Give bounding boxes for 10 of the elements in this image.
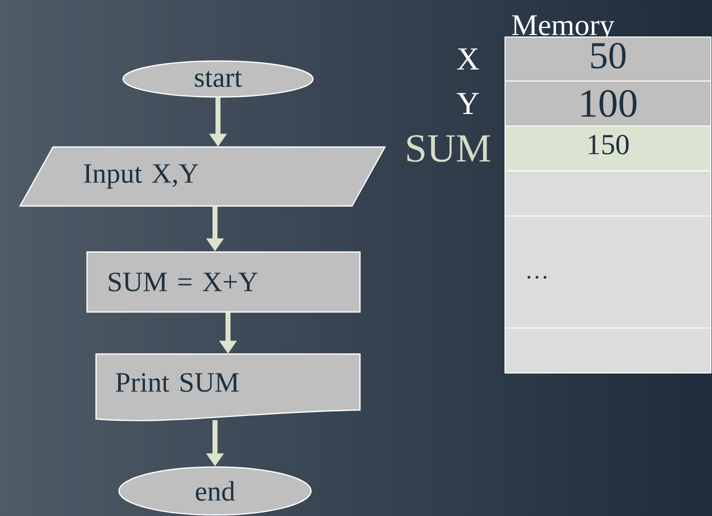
process-box: SUM = X+Y xyxy=(86,251,361,313)
variable-name: Y xyxy=(456,93,479,114)
memory-cell xyxy=(504,327,712,374)
variable-name: SUM xyxy=(407,135,490,162)
output-document: Print SUM xyxy=(95,353,361,422)
memory-cell: 50 xyxy=(504,36,712,82)
memory-cell: 100 xyxy=(504,80,712,126)
memory-cell xyxy=(504,170,712,216)
variable-name: X xyxy=(457,48,479,70)
memory-cell: 150 xyxy=(504,126,712,172)
